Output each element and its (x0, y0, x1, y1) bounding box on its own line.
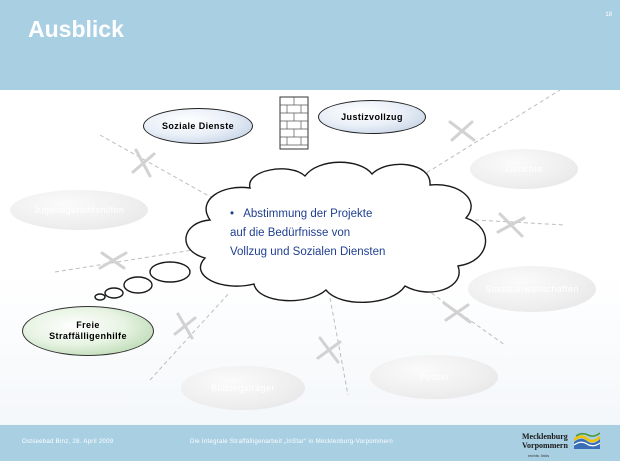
connector-line (54, 247, 206, 273)
wall-icon (279, 96, 309, 150)
node-soziale-dienste: Soziale Dienste (143, 108, 253, 144)
node-freie-straffaelligenhilfe: Freie Straffälligenhilfe (22, 306, 154, 356)
cloud-line-3: Vollzug und Sozialen Diensten (230, 246, 386, 258)
node-label: Jugendgerichtshilfen (33, 205, 125, 215)
cloud-line-2: auf die Bedürfnisse von (230, 227, 351, 239)
node-justizvollzug: Justizvollzug (318, 100, 426, 134)
broken-link-icon (316, 336, 342, 364)
node-label: Justizvollzug (341, 112, 403, 122)
footer-title: Die Integrale Straffälligenarbeit „InSta… (190, 439, 394, 445)
header-divider (0, 90, 620, 91)
broken-link-icon (448, 120, 476, 142)
bullet: • (230, 208, 235, 220)
slide-header: Ausblick 18 (0, 0, 620, 90)
node-jugendgerichtshilfen: Jugendgerichtshilfen (10, 190, 148, 230)
cloud-line-1-text: Abstimmung der Projekte (243, 208, 373, 220)
node-label: Staatsanwaltschaften (485, 284, 579, 294)
node-label: Soziale Dienste (161, 121, 235, 131)
node-staatsanwaltschaften: Staatsanwaltschaften (468, 266, 596, 312)
node-gerichte: Gerichte (470, 149, 578, 189)
mv-logo: Mecklenburg Vorpommern rechts: links (522, 429, 602, 459)
node-label: Polizei (419, 372, 449, 382)
broken-link-icon (173, 312, 197, 340)
node-label-line1: Freie (76, 320, 100, 330)
connector-line (329, 297, 349, 396)
slide-title: Ausblick (28, 16, 124, 42)
thought-cloud (94, 161, 487, 303)
broken-link-icon (496, 212, 526, 238)
node-label: Gerichte (505, 164, 543, 174)
cloud-line-1: • Abstimmung der Projekte (230, 205, 450, 224)
slide-number: 18 (605, 12, 612, 18)
footer-location-date: Ostseebad Binz, 28. April 2009 (22, 439, 114, 445)
cloud-text: • Abstimmung der Projekte auf die Bedürf… (230, 205, 450, 262)
node-label-line2: Straffälligenhilfe (49, 331, 127, 341)
connector-line (99, 134, 226, 206)
broken-link-icon (131, 148, 156, 178)
node-bildungstraeger: Bildungsträger (181, 366, 305, 410)
logo-line-1: Mecklenburg (522, 432, 568, 441)
logo-tagline: rechts: links (528, 453, 550, 458)
slide-footer: Ostseebad Binz, 28. April 2009 Die Integ… (0, 425, 620, 461)
broken-link-icon (442, 301, 472, 324)
logo-line-2: Vorpommern (522, 441, 568, 450)
flag-icon (574, 432, 600, 449)
node-polizei: Polizei (370, 355, 498, 399)
connector-line (414, 89, 561, 181)
node-label: Bildungsträger (211, 383, 275, 393)
broken-link-icon (98, 251, 128, 270)
